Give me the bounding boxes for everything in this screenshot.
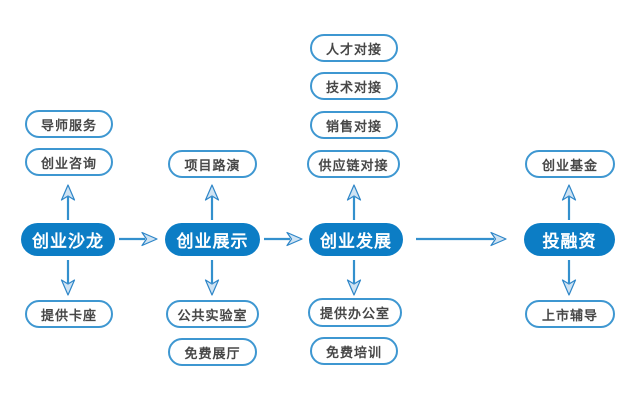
node-public-lab: 公共实验室 <box>166 300 259 328</box>
up-arrow-icon <box>561 184 577 220</box>
node-startup-consulting: 创业咨询 <box>25 148 113 176</box>
up-arrow-icon <box>204 184 220 220</box>
node-free-exhibition-hall: 免费展厅 <box>168 338 257 366</box>
down-arrow-icon <box>346 260 362 296</box>
up-arrow-icon <box>60 184 76 220</box>
node-startup-salon: 创业沙龙 <box>21 223 115 256</box>
node-startup-fund: 创业基金 <box>525 150 615 178</box>
right-arrow-icon <box>119 231 158 247</box>
node-investment-financing: 投融资 <box>524 223 615 256</box>
node-supply-chain-matching: 供应链对接 <box>307 150 400 178</box>
node-startup-display: 创业展示 <box>165 223 260 256</box>
node-project-roadshow: 项目路演 <box>168 150 257 178</box>
node-talent-matching: 人才对接 <box>310 34 398 62</box>
down-arrow-icon <box>561 260 577 296</box>
node-startup-development: 创业发展 <box>309 223 403 256</box>
node-mentor-service: 导师服务 <box>25 110 113 138</box>
node-sales-matching: 销售对接 <box>310 111 398 139</box>
right-arrow-icon <box>264 231 303 247</box>
node-ipo-guidance: 上市辅导 <box>525 300 615 328</box>
up-arrow-icon <box>346 184 362 220</box>
node-provide-office: 提供办公室 <box>308 298 402 327</box>
node-tech-matching: 技术对接 <box>310 72 398 100</box>
right-arrow-icon <box>416 231 507 247</box>
node-free-training: 免费培训 <box>310 337 398 365</box>
node-provide-booth: 提供卡座 <box>25 300 113 328</box>
down-arrow-icon <box>60 260 76 296</box>
down-arrow-icon <box>204 260 220 296</box>
